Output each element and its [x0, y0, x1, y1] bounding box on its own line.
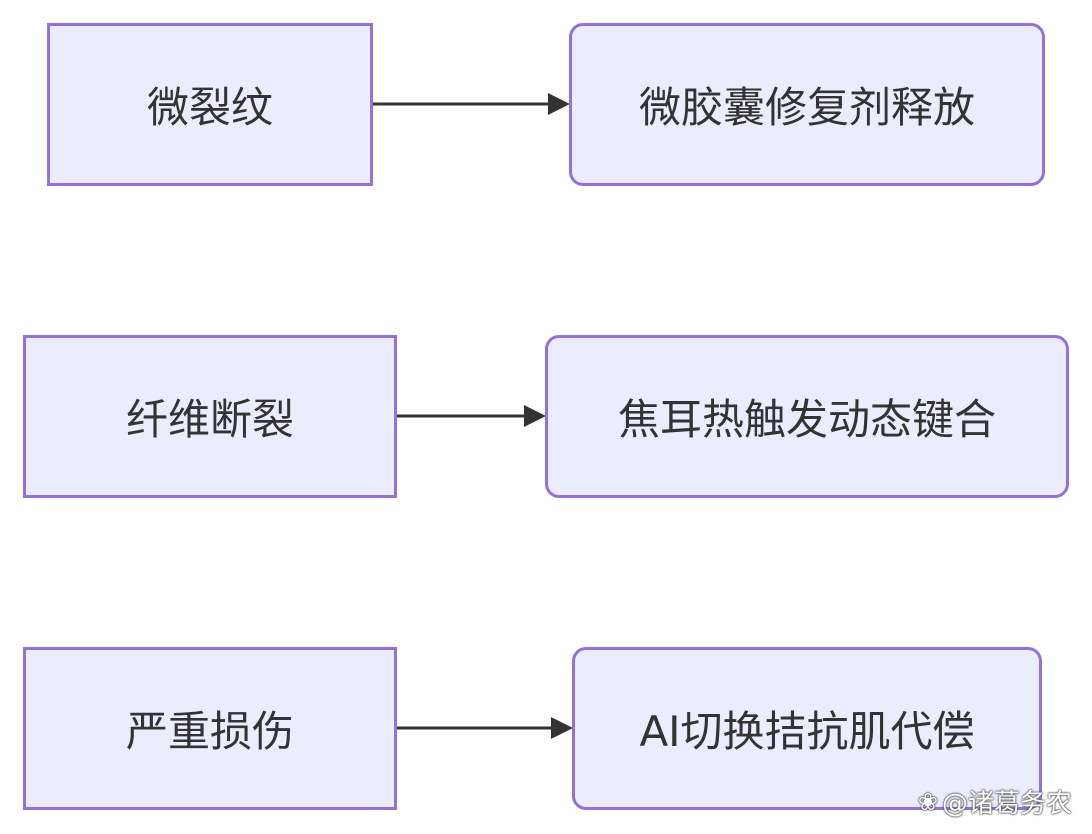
paw-icon: ❀	[917, 787, 938, 816]
node-microcapsule-release: 微胶囊修复剂释放	[569, 23, 1045, 186]
node-label: 微裂纹	[146, 83, 273, 132]
edge-n1-n2	[373, 93, 570, 115]
node-severe-damage: 严重损伤	[23, 647, 397, 810]
node-micro-crack: 微裂纹	[47, 23, 373, 186]
node-joule-heat-bonding: 焦耳热触发动态键合	[545, 335, 1069, 498]
node-label: 微胶囊修复剂释放	[638, 83, 975, 132]
watermark: ❀ @诸葛务农	[918, 783, 1072, 820]
node-label: 严重损伤	[125, 707, 294, 756]
node-fiber-break: 纤维断裂	[23, 335, 397, 498]
watermark-text: @诸葛务农	[941, 789, 1072, 819]
node-label: AI切换拮抗肌代偿	[639, 707, 975, 756]
node-label: 焦耳热触发动态键合	[617, 395, 996, 444]
edge-n5-n6	[397, 717, 573, 739]
node-label: 纤维断裂	[125, 395, 294, 444]
node-ai-compensation: AI切换拮抗肌代偿	[572, 647, 1042, 810]
edge-n3-n4	[397, 405, 546, 427]
